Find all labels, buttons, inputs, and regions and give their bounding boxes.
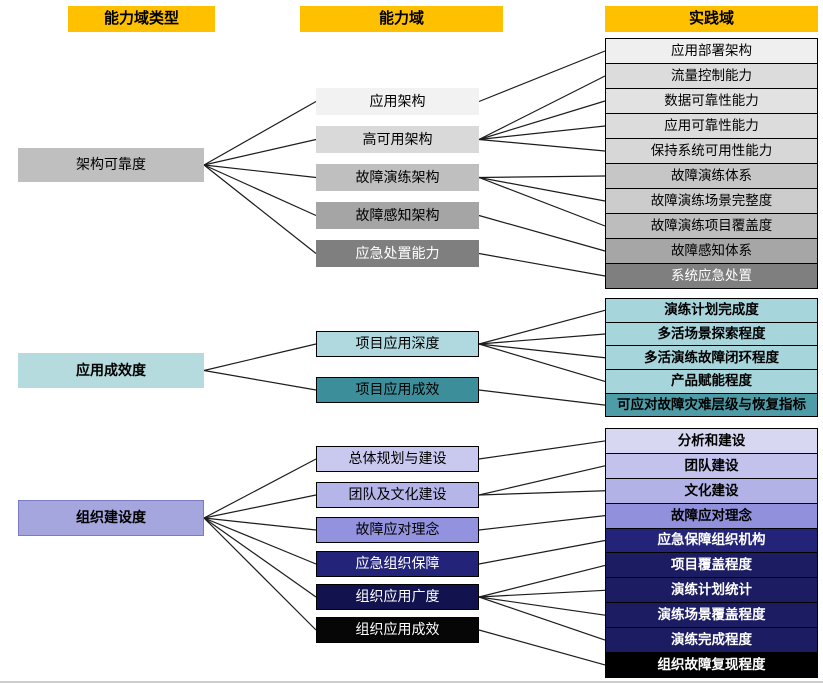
domain-org-app-effect: 组织应用成效 xyxy=(316,617,479,643)
domain-emergency-response: 应急处置能力 xyxy=(316,240,479,267)
category-app-effectiveness: 应用成效度 xyxy=(18,353,204,388)
practice-culture-building: 文化建设 xyxy=(605,477,818,504)
practice-product-enablement: 产品赋能程度 xyxy=(605,369,818,394)
practice-project-coverage: 项目覆盖程度 xyxy=(605,552,818,579)
practice-emergency-org-structure: 应急保障组织机构 xyxy=(605,527,818,554)
practice-disaster-level-recovery: 可应对故障灾难层级与恢复指标 xyxy=(605,392,818,418)
header-capability-domain-type: 能力域类型 xyxy=(68,6,215,32)
domain-app-architecture: 应用架构 xyxy=(316,88,479,115)
practice-traffic-control: 流量控制能力 xyxy=(605,63,818,89)
domain-team-culture: 团队及文化建设 xyxy=(316,482,479,508)
domain-emergency-org-support: 应急组织保障 xyxy=(316,551,479,577)
practice-data-reliability: 数据可靠性能力 xyxy=(605,88,818,114)
practice-drill-scene-completeness: 故障演练场景完整度 xyxy=(605,188,818,214)
bottom-divider xyxy=(0,681,823,683)
practice-fault-awareness-system: 故障感知体系 xyxy=(605,238,818,264)
domain-overall-planning: 总体规划与建设 xyxy=(316,446,479,472)
practice-org-fault-reproduction: 组织故障复现程度 xyxy=(605,652,818,678)
domain-project-app-depth: 项目应用深度 xyxy=(316,331,479,357)
header-practice-domain: 实践域 xyxy=(605,6,818,32)
practice-app-reliability: 应用可靠性能力 xyxy=(605,113,818,139)
practice-drill-plan-stats: 演练计划统计 xyxy=(605,577,818,604)
practice-multiactive-scene-exploration: 多活场景探索程度 xyxy=(605,321,818,347)
domain-fault-response-concept: 故障应对理念 xyxy=(316,517,479,543)
practice-drill-plan-completion: 演练计划完成度 xyxy=(605,298,818,323)
practice-drill-scene-coverage: 演练场景覆盖程度 xyxy=(605,602,818,629)
practice-system-availability: 保持系统可用性能力 xyxy=(605,138,818,164)
domain-project-app-effect: 项目应用成效 xyxy=(316,377,479,403)
practice-system-emergency-response: 系统应急处置 xyxy=(605,263,818,289)
practice-fault-response-concept: 故障应对理念 xyxy=(605,502,818,529)
practice-app-deploy-arch: 应用部署架构 xyxy=(605,38,818,64)
header-capability-domain: 能力域 xyxy=(300,6,503,32)
category-arch-reliability: 架构可靠度 xyxy=(18,148,204,182)
practice-multiactive-drill-closure: 多活演练故障闭环程度 xyxy=(605,345,818,371)
domain-fault-drill-arch: 故障演练架构 xyxy=(316,164,479,191)
practice-drill-project-coverage: 故障演练项目覆盖度 xyxy=(605,213,818,239)
domain-fault-awareness-arch: 故障感知架构 xyxy=(316,202,479,229)
practice-group-architecture: 应用部署架构 流量控制能力 数据可靠性能力 应用可靠性能力 保持系统可用性能力 … xyxy=(605,38,818,289)
practice-drill-completion: 演练完成程度 xyxy=(605,627,818,654)
domain-org-app-breadth: 组织应用广度 xyxy=(316,584,479,610)
practice-analysis-construction: 分析和建设 xyxy=(605,428,818,454)
domain-high-availability-arch: 高可用架构 xyxy=(316,126,479,153)
practice-group-organization: 分析和建设 团队建设 文化建设 故障应对理念 应急保障组织机构 项目覆盖程度 演… xyxy=(605,428,818,678)
category-org-construction: 组织建设度 xyxy=(18,500,204,536)
practice-team-building: 团队建设 xyxy=(605,452,818,479)
practice-group-effectiveness: 演练计划完成度 多活场景探索程度 多活演练故障闭环程度 产品赋能程度 可应对故障… xyxy=(605,298,818,418)
practice-fault-drill-system: 故障演练体系 xyxy=(605,163,818,189)
